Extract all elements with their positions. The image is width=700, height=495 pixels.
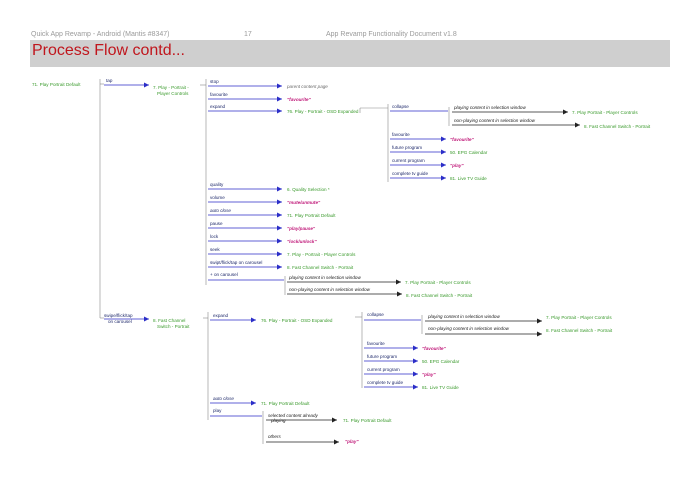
opt-quality: quality [210, 182, 224, 187]
branch-b-options: expand 76. Play - Portrait - OSD Expande… [210, 312, 613, 445]
opt-swipe-carousel: swipt/flick/tap on carousel [210, 260, 262, 265]
opt-complete-tv-guide: complete tv guide [392, 171, 428, 176]
opt-expand: expand [210, 104, 226, 109]
target-player-controls-a1: 7. Play Portrait - Player Controls [572, 110, 638, 115]
target-b-osd-expanded: 76. Play - Portrait - OSD Expanded [261, 318, 333, 323]
target-fast-channel-carousel: 8. Fast Channel Switch - Portrait [406, 293, 473, 298]
opt-b-current-program: current program [367, 367, 400, 372]
target-epg-calendar: 50. EPG Calendar [450, 150, 488, 155]
opt-plus-on-carousel: + on carousel [210, 272, 238, 277]
target-mute-unmute: "mute/unmute" [287, 200, 321, 205]
target-b-fast-channel: 8. Fast Channel Switch - Portrait [546, 328, 613, 333]
target-player-controls-carousel: 7. Play Portrait - Player Controls [405, 280, 471, 285]
target-play-pause: "play/pause" [287, 226, 316, 231]
header-doc-title: Quick App Revamp - Android (Mantis #8347… [31, 31, 170, 38]
page-title: Process Flow contd... [32, 42, 185, 59]
header-doc-version: App Revamp Functionality Document v1.8 [326, 31, 457, 38]
target-play: "play" [450, 163, 464, 168]
opt-b-complete-tv-guide: complete tv guide [367, 380, 403, 385]
edge-label-tap: tap [106, 78, 113, 83]
opt-volume: volume [210, 195, 225, 200]
cond-others: others [268, 434, 281, 439]
cond-playing-content-carousel: playing content in selection window [288, 275, 361, 280]
opt-lock: lock [210, 234, 219, 239]
branch-a-options: stop parent content page favourite "favo… [208, 79, 651, 298]
node-play-portrait-player-controls: 7. Play - Portrait -Player Controls [153, 85, 189, 96]
target-b-live-tv-guide: 81. Live TV Guide [422, 385, 459, 390]
target-quality-selection: 6. Quality Selection * [287, 187, 330, 192]
opt-b-collapse: collapse [367, 312, 384, 317]
root-node-play-portrait-default: 71. Play Portrait Default [32, 82, 81, 87]
target-fast-channel-swipe: 8. Fast Channel Switch - Portrait [287, 265, 354, 270]
cond-b-non-playing-content: non-playing content in selection window [428, 326, 510, 331]
opt-stop: stop [210, 79, 219, 84]
target-b-favourite: "favourite" [422, 346, 447, 351]
cond-non-playing-content: non-playing content in selection window [454, 118, 536, 123]
cond-playing-content: playing content in selection window [453, 105, 526, 110]
opt-b-auto-close: auto close [213, 396, 234, 401]
target-b-play-portrait-default: 71. Play Portrait Default [261, 401, 310, 406]
header-page-number: 17 [244, 31, 252, 38]
title-banner: Process Flow contd... [30, 40, 670, 67]
target-b-player-controls: 7. Play Portrait - Player Controls [546, 315, 612, 320]
target-osd-expanded: 76. Play - Portrait - OSD Expanded [287, 109, 359, 114]
opt-favourite-2: favourite [392, 132, 410, 137]
opt-b-favourite: favourite [367, 341, 385, 346]
target-lock-unlock: "lock/unlock" [287, 239, 317, 244]
opt-future-program: future program [392, 145, 422, 150]
target-parent-content-page: parent content page [286, 84, 328, 89]
opt-b-future-program: future program [367, 354, 397, 359]
opt-favourite: favourite [210, 92, 228, 97]
target-favourite-2: "favourite" [450, 137, 475, 142]
opt-current-program: current program [392, 158, 425, 163]
opt-seek: seek [210, 247, 220, 252]
cond-non-playing-content-carousel: non-playing content in selection window [289, 287, 371, 292]
cond-b-playing-content: playing content in selection window [427, 314, 500, 319]
target-b-epg-calendar: 50. EPG Calendar [422, 359, 460, 364]
target-fast-channel-a1: 8. Fast Channel Switch - Portrait [584, 124, 651, 129]
target-b-play: "play" [422, 372, 436, 377]
target-b-selected-playing: 71. Play Portrait Default [343, 418, 392, 423]
opt-collapse: collapse [392, 104, 409, 109]
target-live-tv-guide: 81. Live TV Guide [450, 176, 487, 181]
opt-b-play: play [213, 408, 222, 413]
target-play-portrait-default-a: 71. Play Portrait Default [287, 213, 336, 218]
opt-b-expand: expand [213, 313, 229, 318]
target-favourite: "favourite" [287, 97, 312, 102]
target-b-others-play: "play" [345, 439, 359, 444]
target-player-controls-seek: 7. Play - Portrait - Player Controls [287, 252, 356, 257]
opt-pause: pause [210, 221, 223, 226]
opt-auto-close: auto close [210, 208, 231, 213]
